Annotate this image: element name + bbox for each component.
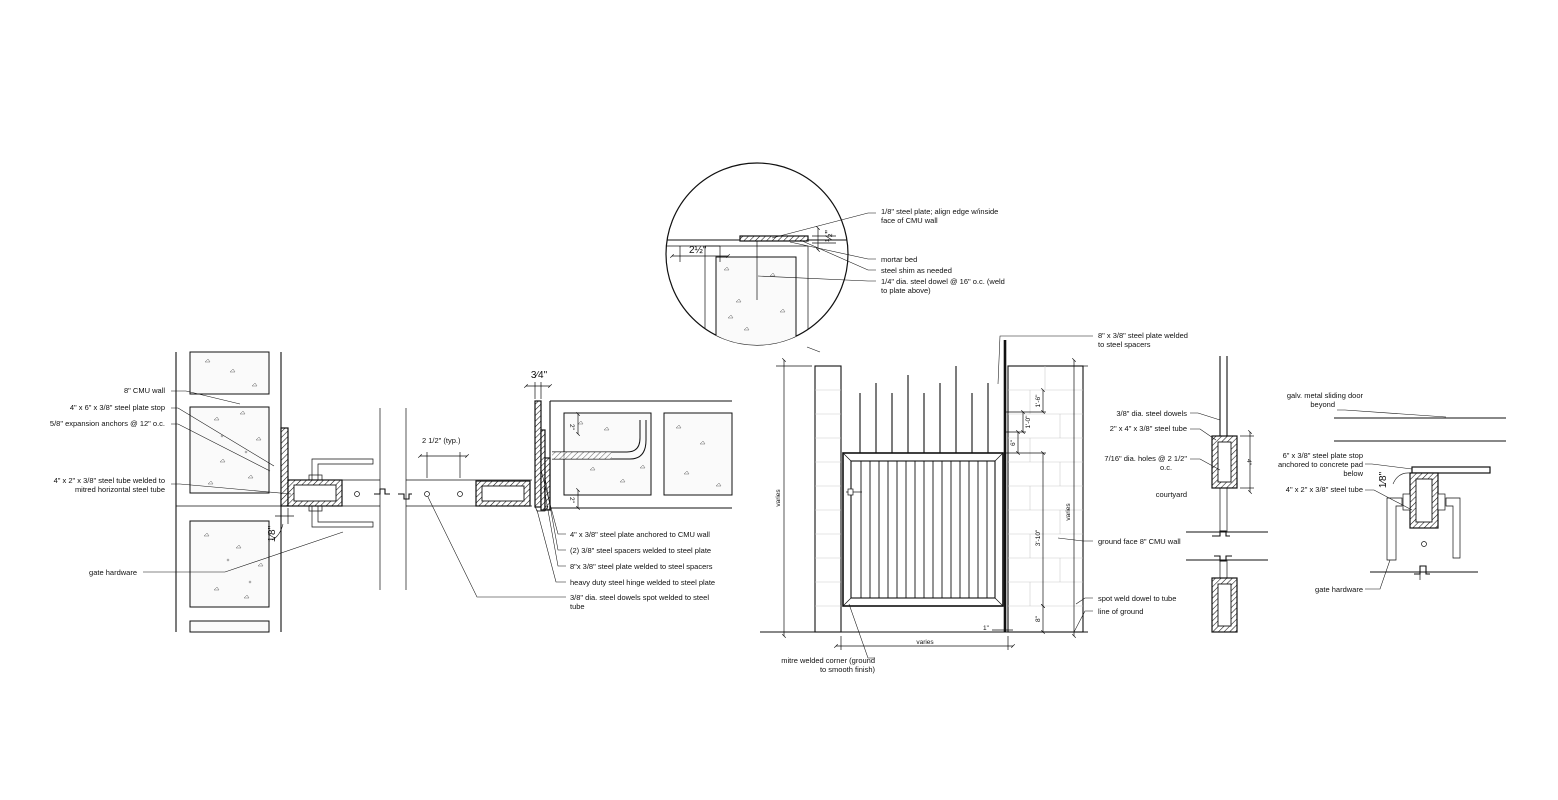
label-steel-dowels: 3/8" dia. steel dowels (1116, 409, 1187, 418)
dim-spacing: 2 1/2" (typ.) (422, 436, 461, 445)
dim-half: ½" (824, 230, 835, 242)
label-hinge: heavy duty steel hinge welded to steel p… (570, 578, 715, 587)
label-plate-stop: 4" x 6" x 3/8" steel plate stop (70, 403, 165, 412)
dim-three-ten: 3'-10" (1035, 529, 1042, 546)
label-expansion-anchors: 5/8" expansion anchors @ 12" o.c. (50, 419, 165, 428)
callout-text: 1/8" steel plate; align edge w/inside fa… (689, 207, 1005, 295)
label-sliding-door: galv. metal sliding door (1287, 391, 1364, 400)
label-anchored-plate: 4" x 3/8" steel plate anchored to CMU wa… (570, 530, 710, 539)
label-mitre: mitre welded corner (ground (781, 656, 875, 665)
label-sliding-door-cont: beyond (1310, 400, 1335, 409)
label-shim: steel shim as needed (881, 266, 952, 275)
label-holes: 7/16" dia. holes @ 2 1/2" (1104, 454, 1187, 463)
label-cmu-wall: 8" CMU wall (124, 386, 165, 395)
cmu-cell (189, 620, 270, 633)
label-dowel: 1/4" dia. steel dowel @ 16" o.c. (weld (881, 277, 1005, 286)
label-plate-cont: face of CMU wall (881, 216, 938, 225)
label-ground-face: ground face 8" CMU wall (1098, 537, 1181, 546)
label-courtyard: courtyard (1156, 490, 1187, 499)
dim-varies-right: varies (1065, 503, 1072, 521)
label-steel-tube: 4" x 2" x 3/8" steel tube welded to (54, 476, 165, 485)
label-holes-cont: o.c. (1160, 463, 1172, 472)
dim-three-quarter: 3⁄4" (531, 370, 548, 381)
label-dowels-cont: tube (570, 602, 585, 611)
dim-four: 4" (1245, 459, 1252, 466)
cmu-cell (189, 520, 270, 608)
label-plate-stop-6-cont-2: below (1343, 469, 1363, 478)
tube-section-text: 3/8" dia. steel dowels 2" x 4" x 3/8" st… (1104, 409, 1252, 499)
tube-section (1186, 356, 1268, 633)
gate-elevation (760, 335, 1093, 659)
label-plate: 1/8" steel plate; align edge w/inside (881, 207, 998, 216)
callout-detail (665, 162, 876, 353)
label-gate-hardware-right: gate hardware (1315, 585, 1363, 594)
dim-eight: 8" (1035, 615, 1042, 622)
label-mitre-cont: to smooth finish) (820, 665, 876, 674)
cmu-cell (189, 406, 270, 494)
label-gate-hardware: gate hardware (89, 568, 137, 577)
dim-one-six: 1'-6" (1035, 394, 1042, 408)
dim-one: 1" (983, 625, 990, 632)
dim-eighth-right: 1⁄8" (1378, 471, 1389, 488)
label-plate-welded-elev-cont: to steel spacers (1098, 340, 1151, 349)
sliding-section-text: galv. metal sliding door beyond 6" x 3/8… (1278, 391, 1389, 594)
dim-varies-left: varies (775, 489, 782, 507)
cmu-cell (189, 351, 270, 395)
dim-one-zero: 1'-0" (1025, 415, 1032, 429)
label-steel-tube-4x2: 4" x 2" x 3/8" steel tube (1286, 485, 1363, 494)
label-mortar: mortar bed (881, 255, 917, 264)
label-spot-weld: spot weld dowel to tube (1098, 594, 1176, 603)
cmu-cell (663, 412, 733, 496)
label-line-of-ground: line of ground (1098, 607, 1143, 616)
label-dowels: 3/8" dia. steel dowels spot welded to st… (570, 593, 709, 602)
label-plate-welded-elev: 8" x 3/8" steel plate welded (1098, 331, 1188, 340)
dim-two-half: 2½" (689, 245, 707, 256)
dim-two-inch-bottom: 2" (568, 497, 575, 504)
elevation-text: 8" x 3/8" steel plate welded to steel sp… (775, 331, 1188, 674)
label-spacers: (2) 3/8" steel spacers welded to steel p… (570, 546, 711, 555)
label-plate-stop-6-cont: anchored to concrete pad (1278, 460, 1363, 469)
label-plate-welded: 8"x 3/8" steel plate welded to steel spa… (570, 562, 713, 571)
label-dowel-cont: to plate above) (881, 286, 931, 295)
plan-detail (175, 351, 733, 633)
dim-two-inch-top: 2" (568, 424, 575, 431)
dim-six: 6" (1010, 439, 1017, 446)
label-steel-tube-cont: mitred horizontal steel tube (75, 485, 165, 494)
label-steel-tube-2x4: 2" x 4" x 3/8" steel tube (1110, 424, 1187, 433)
plan-leaders (143, 390, 566, 598)
label-plate-stop-6: 6" x 3/8" steel plate stop (1283, 451, 1363, 460)
dim-varies-bottom: varies (916, 639, 934, 646)
plan-text: 8" CMU wall 4" x 6" x 3/8" steel plate s… (50, 370, 715, 611)
dim-eighth: 1⁄8" (267, 525, 278, 542)
sliding-section (1334, 409, 1506, 590)
